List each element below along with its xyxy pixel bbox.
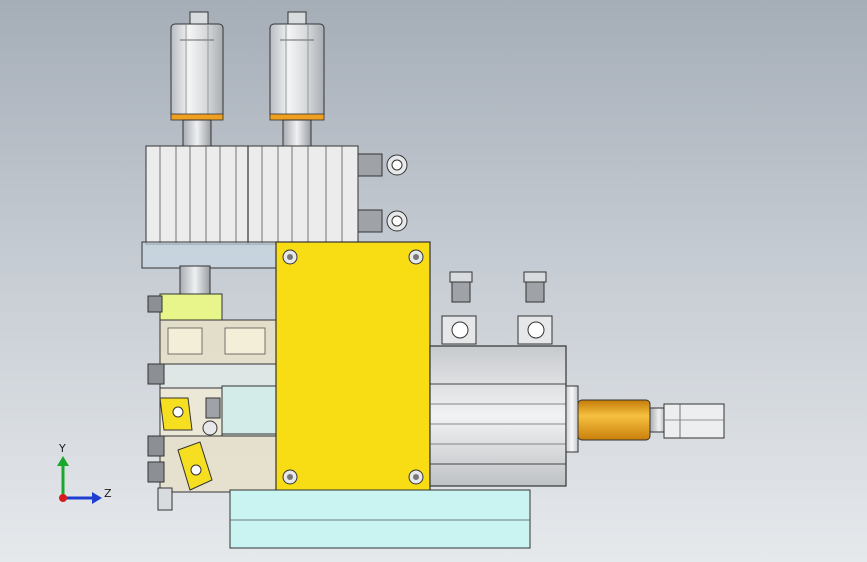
mounting-plate[interactable] (141, 241, 283, 269)
gripper-assembly[interactable] (147, 293, 279, 511)
lime-bracket[interactable] (159, 293, 223, 321)
air-fitting-bottom[interactable] (357, 209, 408, 233)
yellow-plate[interactable] (275, 241, 431, 493)
origin-dot (59, 494, 67, 502)
coordinate-triad (57, 456, 102, 504)
guide-rod[interactable] (179, 265, 211, 295)
vertical-cylinder-right[interactable] (269, 11, 325, 149)
cyan-base[interactable] (229, 489, 531, 549)
motor-body[interactable] (429, 345, 579, 487)
motor-fitting-left[interactable] (441, 271, 477, 345)
z-axis-label: Z (104, 487, 112, 500)
motor-fitting-right[interactable] (517, 271, 553, 345)
output-shaft[interactable] (577, 399, 725, 441)
cylinder-block[interactable] (145, 145, 359, 245)
y-axis-label: Y (59, 442, 66, 455)
vertical-cylinder-left[interactable] (170, 11, 224, 149)
plate-screw-bottom-right (408, 469, 424, 485)
air-fitting-top[interactable] (357, 153, 408, 177)
plate-screw-top-left (282, 249, 298, 265)
plate-screw-top-right (408, 249, 424, 265)
plate-screw-bottom-left (282, 469, 298, 485)
